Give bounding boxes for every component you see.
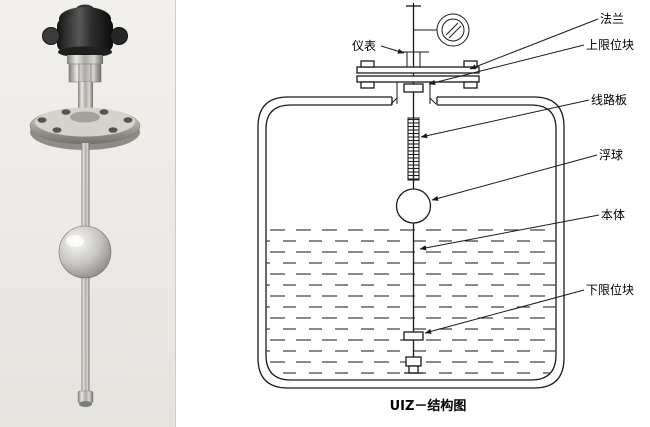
label-float-ball: 浮球	[599, 148, 623, 162]
label-upper-limit-block: 上限位块	[586, 37, 634, 52]
main-body-rod	[406, 3, 421, 372]
leader-upper-limit-block	[428, 44, 585, 86]
bottom-stop	[77, 390, 94, 407]
float-ball-photo	[58, 225, 112, 279]
label-main-body: 本体	[601, 208, 625, 222]
product-photo-panel	[0, 0, 176, 427]
leader-lines	[380, 18, 600, 334]
product-photo-illustration	[0, 0, 176, 427]
circuit-board-section	[407, 117, 420, 181]
leader-circuit-board	[420, 99, 590, 139]
label-flange: 法兰	[600, 12, 624, 26]
diagram-caption: UIZ－结构图	[390, 398, 467, 414]
tank-nozzle	[390, 82, 437, 105]
leader-instrument	[380, 45, 405, 54]
label-circuit-board: 线路板	[591, 92, 627, 107]
leader-float-ball	[431, 154, 598, 201]
rod-bottom-end	[404, 356, 423, 374]
structure-diagram-drawing: 仪表 法兰 上限位块 线路板 浮球 本体 下限位块 UIZ－结构图	[257, 3, 634, 414]
liquid-level-dashes	[266, 226, 556, 380]
leader-lower-limit-block	[424, 289, 585, 334]
lower-limit-block-drawing	[403, 331, 424, 341]
leader-flange	[469, 18, 599, 70]
structure-diagram-panel: 仪表 法兰 上限位块 线路板 浮球 本体 下限位块 UIZ－结构图	[176, 0, 650, 427]
transmitter-head	[42, 4, 128, 112]
label-instrument: 仪表	[352, 39, 376, 53]
mounting-flange	[29, 107, 141, 150]
leader-main-body	[419, 214, 600, 251]
float-ball-drawing	[395, 188, 432, 224]
flange-assembly	[356, 51, 480, 89]
instrument-head-drawing	[413, 13, 470, 47]
upper-limit-block-drawing	[403, 83, 424, 93]
label-lower-limit-block: 下限位块	[586, 282, 634, 297]
